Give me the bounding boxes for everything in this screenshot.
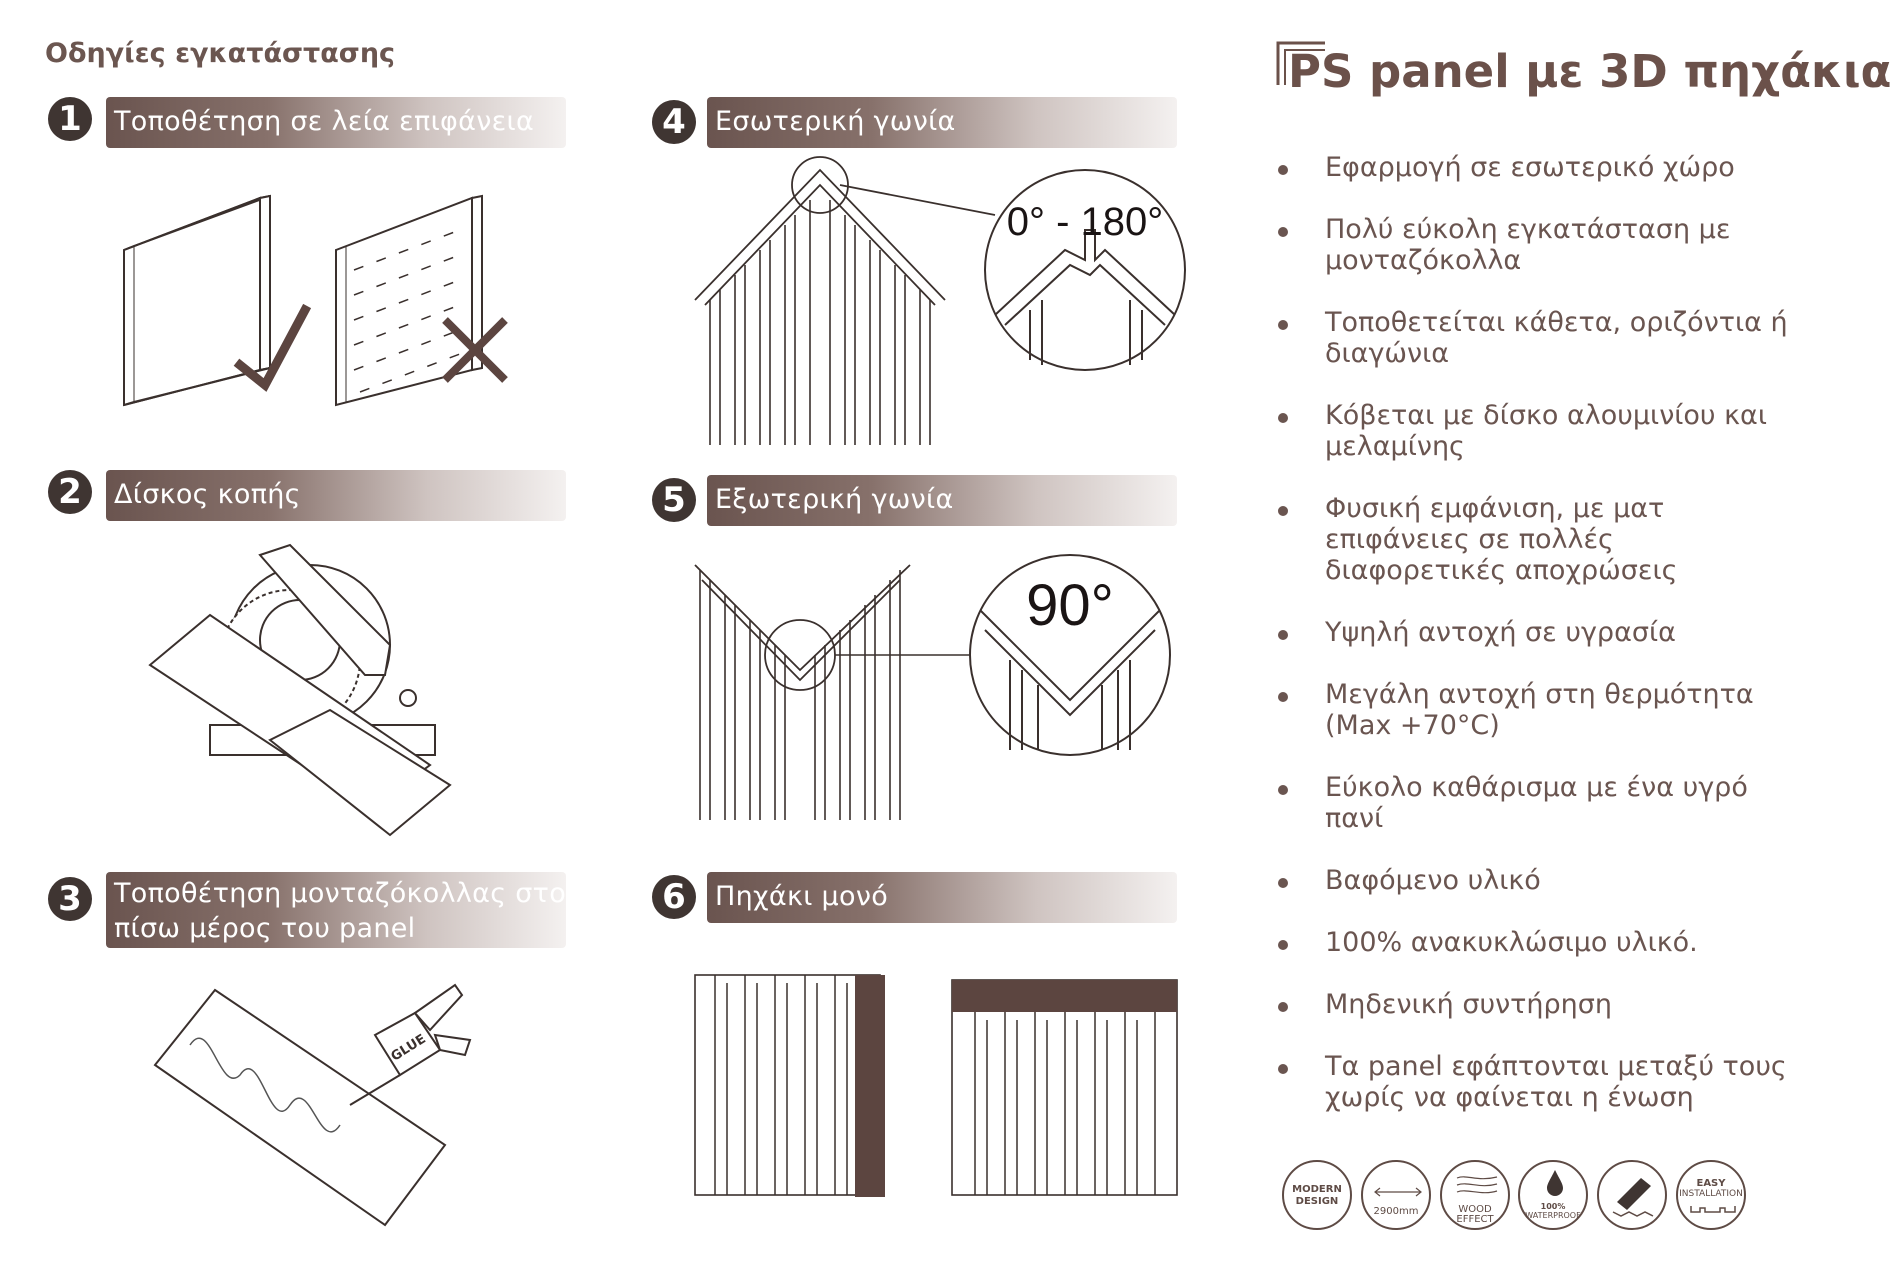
step-label: Εσωτερική γωνία: [715, 106, 956, 137]
feature-item: Πολύ εύκολη εγκατάσταση με μονταζόκολλα: [1275, 214, 1795, 276]
easy-installation-badge: EASY INSTALLATION: [1676, 1160, 1746, 1230]
step-number: 5: [652, 478, 696, 522]
step-label: Πηχάκι μονό: [715, 881, 889, 912]
check-mark-icon: [233, 303, 312, 392]
feature-item: Τα panel εφάπτονται μεταξύ τους χωρίς να…: [1275, 1051, 1795, 1113]
inner-corner-illustration: 0° - 180°: [694, 156, 1186, 445]
step-label: Εξωτερική γωνία: [715, 484, 954, 515]
badge-text: WOOD: [1458, 1204, 1492, 1215]
panel-profile-icon: [1690, 1206, 1736, 1213]
waterproof-badge: 100% WATERPROOF: [1518, 1160, 1588, 1230]
length-badge: 2900mm: [1361, 1160, 1431, 1230]
outer-corner-illustration: 90°: [694, 554, 1171, 820]
installation-tool-badge: [1597, 1160, 1667, 1230]
feature-item: Μεγάλη αντοχή στη θερμότητα (Max +70°C): [1275, 679, 1795, 741]
step-label-bar: Πηχάκι μονό: [707, 872, 1177, 923]
step-label-bar: Τοποθέτηση μονταζόκολλας στο πίσω μέρος …: [106, 872, 566, 948]
smooth-surface-illustration: [123, 194, 508, 407]
page-heading: Οδηγίες εγκατάστασης: [45, 38, 396, 69]
brand-corner-icon: [1276, 41, 1325, 85]
single-slat-illustration: [694, 974, 1178, 1197]
product-title: PS panel με 3D πηχάκια: [1288, 45, 1891, 98]
feature-item: Τοποθετείται κάθετα, οριζόντια ή διαγώνι…: [1275, 307, 1795, 369]
step-label: Δίσκος κοπής: [114, 479, 301, 510]
feature-item: Κόβεται με δίσκο αλουμινίου και μελαμίνη…: [1275, 400, 1795, 462]
modern-design-badge: MODERN DESIGN: [1282, 1160, 1352, 1230]
outer-angle-label: 90°: [1026, 573, 1114, 638]
water-drop-icon: [1547, 1170, 1563, 1196]
step-number: 4: [652, 100, 696, 144]
badge-text: WATERPROOF: [1525, 1211, 1581, 1220]
feature-list: Εφαρμογή σε εσωτερικό χώρο Πολύ εύκολη ε…: [1275, 152, 1795, 1144]
saw-illustration: [148, 543, 452, 837]
step-label-bar: Τοποθέτηση σε λεία επιφάνεια: [106, 97, 566, 148]
step-label: Τοποθέτηση μονταζόκολλας στο πίσω μέρος …: [114, 878, 567, 944]
inner-angle-label: 0° - 180°: [1007, 200, 1164, 244]
double-arrow-icon: [1374, 1187, 1422, 1197]
step-number: 6: [652, 875, 696, 919]
badge-text: DESIGN: [1295, 1196, 1339, 1207]
badge-text: 100%: [1540, 1202, 1566, 1211]
wood-effect-badge: WOOD EFFECT: [1440, 1160, 1510, 1230]
badge-text: INSTALLATION: [1679, 1189, 1743, 1199]
step-label: Τοποθέτηση σε λεία επιφάνεια: [114, 106, 535, 137]
feature-item: Εύκολο καθάρισμα με ένα υγρό πανί: [1275, 772, 1795, 834]
step-number: 3: [48, 877, 92, 921]
trowel-icon: [1612, 1178, 1654, 1217]
feature-item: Φυσική εμφάνιση, με ματ επιφάνειες σε πο…: [1275, 493, 1795, 586]
feature-item: Μηδενική συντήρηση: [1275, 989, 1795, 1020]
badge-text: 2900mm: [1373, 1206, 1419, 1217]
feature-item: Υψηλή αντοχή σε υγρασία: [1275, 617, 1795, 648]
step-number: 1: [48, 97, 92, 141]
badge-text: EASY: [1696, 1178, 1726, 1189]
step-label-bar: Εσωτερική γωνία: [707, 97, 1177, 148]
step-label-bar: Δίσκος κοπής: [106, 470, 566, 521]
badge-text: EFFECT: [1456, 1214, 1494, 1225]
badge-text: MODERN: [1292, 1184, 1342, 1195]
feature-item: Βαφόμενο υλικό: [1275, 865, 1795, 896]
feature-item: 100% ανακυκλώσιμο υλικό.: [1275, 927, 1795, 958]
glue-illustration: GLUE: [153, 983, 472, 1227]
wood-grain-icon: [1456, 1176, 1498, 1194]
step-label-bar: Εξωτερική γωνία: [707, 475, 1177, 526]
step-number: 2: [48, 470, 92, 514]
feature-item: Εφαρμογή σε εσωτερικό χώρο: [1275, 152, 1795, 183]
cross-mark-icon: [442, 317, 508, 383]
